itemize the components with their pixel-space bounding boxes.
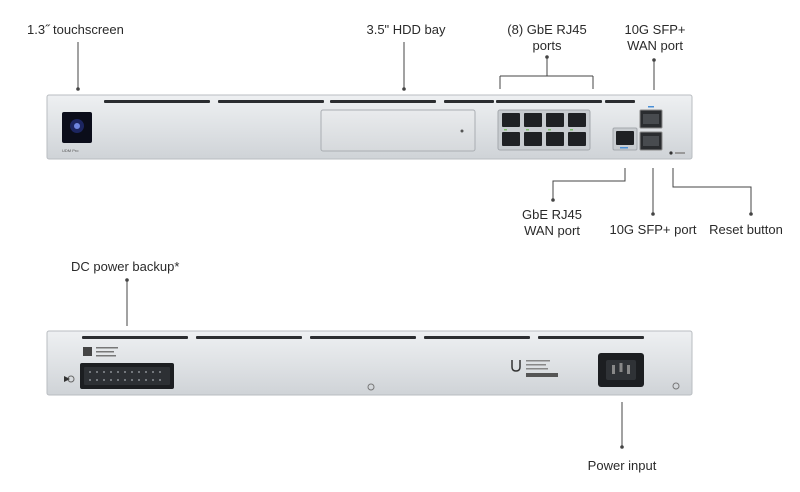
dc-backup-label: DC power backup* bbox=[71, 259, 180, 274]
sfp-wan-label-line1: 10G SFP+ bbox=[624, 22, 686, 37]
ac-power-inlet bbox=[598, 353, 644, 387]
lan-ports-label-line1: (8) GbE RJ45 bbox=[507, 22, 587, 37]
lan-ports bbox=[497, 109, 591, 151]
wan-rj45-label-line1: GbE RJ45 bbox=[522, 207, 582, 222]
rear-vent-slots bbox=[82, 336, 644, 339]
sfp-ports bbox=[639, 106, 663, 151]
front-panel: UDM Pro bbox=[46, 94, 693, 160]
power-input-label: Power input bbox=[587, 458, 657, 473]
reset-button-label: Reset button bbox=[709, 222, 783, 237]
ubiquiti-logo bbox=[511, 360, 521, 372]
touchscreen-label: 1.3˝ touchscreen bbox=[27, 22, 124, 37]
front-vent-slots bbox=[104, 100, 635, 103]
hdd-bay-label: 3.5" HDD bay bbox=[366, 22, 446, 37]
sfp-port-label: 10G SFP+ port bbox=[609, 222, 697, 237]
wan-rj45-port bbox=[612, 127, 638, 151]
hdd-bay bbox=[320, 109, 476, 152]
wan-rj45-label-line2: WAN port bbox=[524, 223, 580, 238]
sfp-wan-label-line2: WAN port bbox=[627, 38, 683, 53]
touchscreen: UDM Pro bbox=[62, 112, 92, 153]
dc-power-connector bbox=[80, 363, 174, 389]
front-callouts bbox=[76, 42, 753, 216]
lan-ports-label-line2: ports bbox=[532, 38, 562, 53]
reset-button bbox=[669, 151, 685, 155]
rear-panel bbox=[46, 330, 693, 396]
rear-callouts bbox=[125, 278, 624, 449]
screen-model-text: UDM Pro bbox=[62, 148, 79, 153]
